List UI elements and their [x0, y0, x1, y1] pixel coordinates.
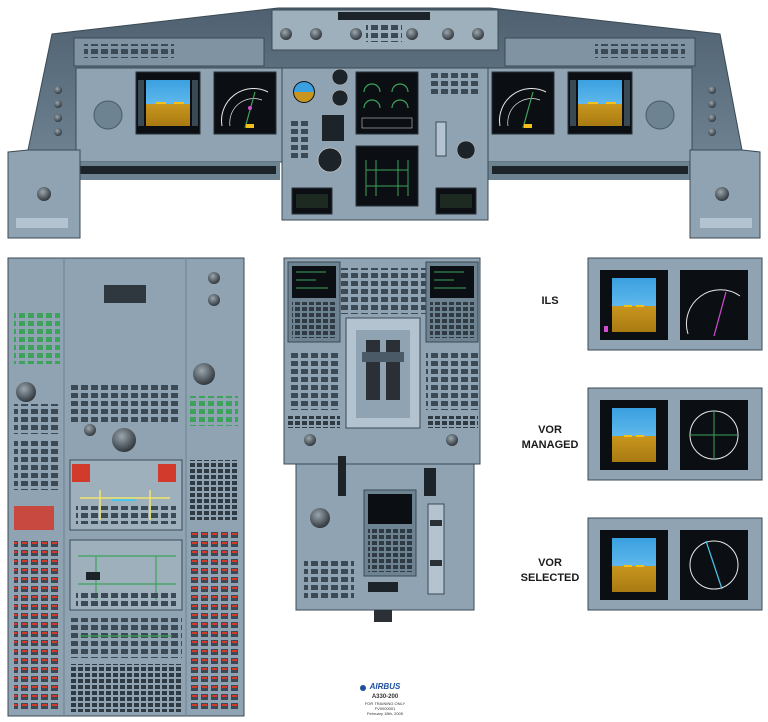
footer-brand: AIRBUS	[369, 682, 401, 691]
footer-date: February 18th, 2005	[366, 711, 404, 716]
mode-label-vor-managed-line1: VOR	[538, 424, 562, 436]
overhead-panel	[7, 257, 245, 717]
center-pedestal	[283, 257, 481, 622]
captain-nd	[213, 71, 277, 135]
standby-airspeed	[331, 68, 349, 86]
display-mode-insets	[587, 257, 763, 611]
vor-managed-inset	[587, 387, 763, 481]
mode-label-vor-selected-line2: SELECTED	[520, 572, 580, 584]
mode-label-vor-managed-line2: MANAGED	[521, 439, 579, 451]
main-instrument-panel	[7, 7, 761, 239]
mode-label-vor-selected-line1: VOR	[538, 557, 562, 569]
footer-model: A330-200	[371, 694, 399, 700]
mode-label-ils-line1: ILS	[541, 295, 559, 307]
mode-label-vor-selected: VOR SELECTED	[500, 556, 600, 586]
speaker-right	[645, 100, 675, 130]
landing-gear-panel	[430, 72, 480, 94]
footer-code: FV0000001	[374, 706, 396, 711]
fo-nd	[491, 71, 555, 135]
mode-label-ils: ILS	[500, 294, 600, 309]
mode-label-vor-managed: VOR MANAGED	[500, 423, 600, 453]
footer-training: FOR TRAINING ONLY	[364, 701, 406, 706]
standby-altimeter	[331, 89, 349, 107]
speaker-left	[93, 100, 123, 130]
vor-selected-inset	[587, 517, 763, 611]
airbus-logo	[360, 685, 366, 691]
clock	[317, 147, 343, 173]
ils-inset	[587, 257, 763, 351]
system-display	[355, 145, 419, 207]
